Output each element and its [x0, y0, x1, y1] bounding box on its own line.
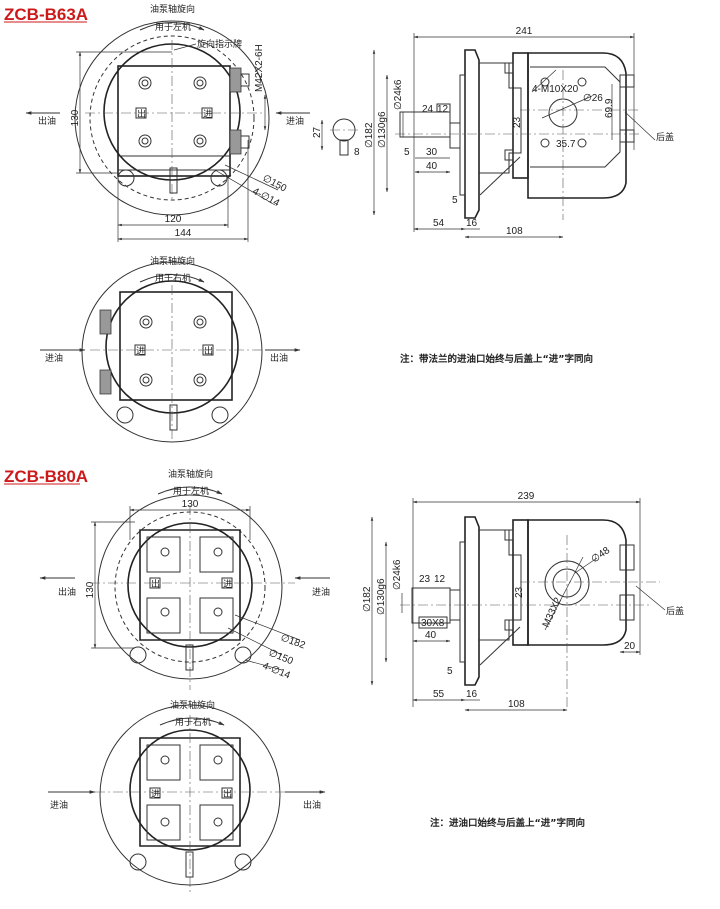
outlet-label: 出油 [270, 352, 288, 364]
key-dim-8: 8 [354, 147, 360, 158]
b80a-front-view-left-rotation: 油泵轴旋向 用于左机 130 130 出 进 出油 进油 ∅182 ∅150 [39, 468, 330, 690]
dim-241: 241 [516, 26, 533, 37]
dia-130g6: ∅130g6 [376, 578, 387, 615]
rotation-label: 油泵轴旋向 [168, 468, 213, 480]
port-in-mark: 进 [151, 789, 160, 800]
rotation-arrow-icon [139, 22, 205, 31]
port-out-mark: 出 [204, 345, 213, 357]
dia-182: ∅182 [362, 586, 373, 612]
dim-54: 54 [433, 218, 445, 229]
note-b63a: 注：带法兰的进油口始终与后盖上“进”字同向 [400, 353, 593, 365]
model-title-b80a: ZCB-B80A [4, 467, 88, 486]
inlet-label: 进油 [286, 115, 304, 127]
dia-182: ∅182 [279, 632, 307, 651]
dim-108: 108 [508, 699, 525, 710]
dim-23a: 23 [419, 574, 431, 585]
b63a-front-view-right-rotation: 油泵轴旋向 用于右机 进 出 进油 出油 [40, 255, 301, 443]
b80a-side-view: 239 ∅182 ∅130g6 ∅24k6 23 12 30X8 40 5 55… [362, 491, 684, 712]
dim-55: 55 [433, 689, 445, 700]
dim-130: 130 [70, 109, 81, 126]
dim-239: 239 [518, 491, 535, 502]
b63a-front-view-left-rotation: 油泵轴旋向 用于左机 旋向指示牌 出 进 出油 进油 130 [25, 3, 360, 242]
dim-144: 144 [175, 228, 192, 239]
model-title-b63a: ZCB-B63A [4, 5, 88, 24]
dim-16: 16 [466, 689, 478, 700]
rear-cover-label: 后盖 [656, 131, 674, 143]
port-out-mark: 出 [223, 788, 232, 800]
dim-5: 5 [447, 666, 453, 677]
rotation-arrow-icon [159, 717, 225, 726]
rotation-use: 用于右机 [175, 716, 211, 728]
dia-130g6: ∅130g6 [377, 111, 388, 148]
dia-26: ∅26 [583, 93, 603, 104]
b80a-front-view-right-rotation: 油泵轴旋向 用于右机 进 出 进油 出油 [48, 699, 326, 895]
dim-30: 30 [426, 147, 438, 158]
dim-5a: 5 [404, 147, 410, 158]
b63a-side-view: 241 ∅182 ∅130g6 ∅24k6 24 12 5 30 40 5 54 [364, 26, 674, 239]
rotation-label: 油泵轴旋向 [150, 3, 195, 15]
dim-108: 108 [506, 226, 523, 237]
outlet-label: 出油 [58, 586, 76, 598]
dim-12: 12 [437, 104, 449, 115]
dim-69-9: 69.9 [604, 98, 615, 118]
rotation-label: 油泵轴旋向 [150, 255, 195, 267]
dim-35-7: 35.7 [556, 139, 576, 150]
dim-130-horizontal: 130 [182, 499, 199, 510]
thread-label: M42X2-6H [254, 44, 265, 92]
dim-20: 20 [624, 641, 636, 652]
dim-23: 23 [512, 116, 523, 128]
port-out-mark: 出 [151, 578, 160, 590]
rotation-use: 用于左机 [173, 485, 209, 497]
outlet-label: 出油 [38, 115, 56, 127]
dim-120: 120 [165, 214, 182, 225]
inlet-label: 进油 [50, 799, 68, 811]
note-b80a: 注：进油口始终与后盖上“进”字同向 [430, 817, 585, 829]
dia-24k6: ∅24k6 [393, 79, 404, 110]
port-in-mark: 进 [223, 579, 232, 590]
port-in-mark: 进 [203, 109, 212, 120]
dim-5b: 5 [452, 195, 458, 206]
key-dim-27: 27 [312, 126, 323, 138]
port-in-mark: 进 [136, 346, 145, 357]
dia-48: ∅48 [589, 545, 612, 566]
rotation-arrow-icon [139, 274, 205, 283]
port-out-mark: 出 [137, 108, 146, 120]
dim-40: 40 [426, 161, 438, 172]
inlet-label: 进油 [312, 586, 330, 598]
outlet-label: 出油 [303, 799, 321, 811]
dim-130-vertical: 130 [85, 581, 96, 598]
rear-cover-label: 后盖 [666, 605, 684, 617]
dim-23b: 23 [514, 586, 525, 598]
key-30x8: 30X8 [421, 618, 445, 629]
dim-24: 24 [422, 104, 434, 115]
dia-182: ∅182 [364, 122, 375, 148]
dim-16: 16 [466, 218, 478, 229]
bolts-4-m10x20: 4-M10X20 [532, 84, 579, 95]
dim-12: 12 [434, 574, 446, 585]
rotation-arrow-icon [157, 486, 223, 495]
dim-40: 40 [425, 630, 437, 641]
dia-24k6: ∅24k6 [392, 559, 403, 590]
rotation-use: 用于左机 [155, 21, 191, 33]
thread-m33x2: M33X2 [541, 596, 565, 630]
inlet-label: 进油 [45, 352, 63, 364]
